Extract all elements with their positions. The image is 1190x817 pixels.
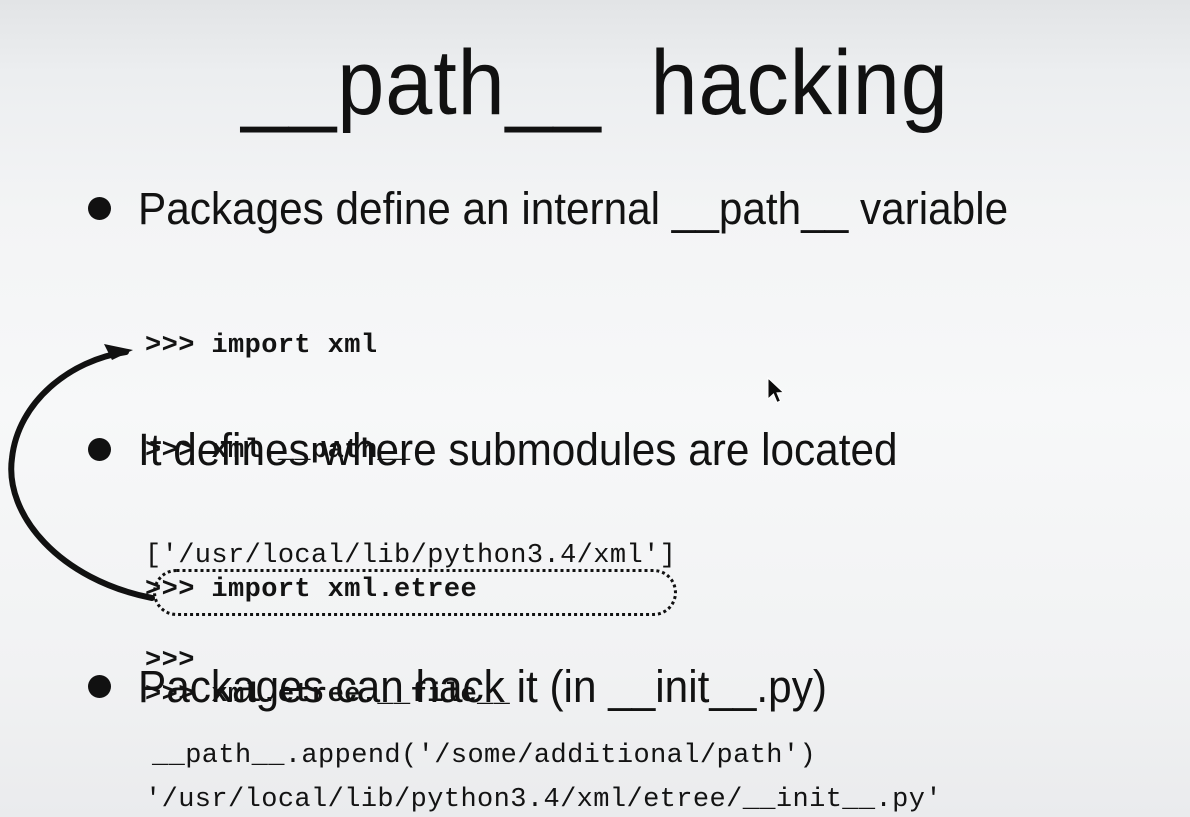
bullet-item-1-label: Packages define an internal __path__ var… (138, 183, 1009, 234)
code-line: ['/usr/local/lib/python3.4/xml'] (145, 541, 677, 571)
bullet-item-1: Packages define an internal __path__ var… (88, 183, 1064, 235)
bullet-dot-icon (88, 197, 111, 220)
bullet-item-2-label: It defines where submodules are located (138, 424, 898, 475)
code-line: '/usr/local/lib/python3.4/xml/etree/__in… (145, 785, 942, 815)
bullet-dot-icon (88, 675, 111, 698)
code-line: >>> (145, 646, 195, 676)
mouse-pointer-icon (767, 377, 785, 404)
bullet-dot-icon (88, 438, 111, 461)
bullet-item-3-label: Packages can hack it (in __init__.py) (138, 661, 827, 712)
bullet-item-3: Packages can hack it (in __init__.py) (88, 661, 871, 713)
code-line: >>> xml.__path__ (145, 436, 411, 466)
code-snippet-final: __path__.append('/some/additional/path') (152, 741, 817, 771)
code-block-2: >>> import xml.etree >>> xml.etree.__fil… (145, 503, 942, 817)
page-title: __path__ hacking (241, 32, 949, 134)
code-line: >>> import xml (145, 331, 378, 361)
bullet-item-2: It defines where submodules are located (88, 424, 946, 476)
code-line: >>> import xml.etree (145, 575, 478, 605)
code-line: >>> xml.etree.__file__ (145, 680, 511, 710)
code-block-1: >>> import xml >>> xml.__path__ ['/usr/l… (145, 259, 676, 749)
